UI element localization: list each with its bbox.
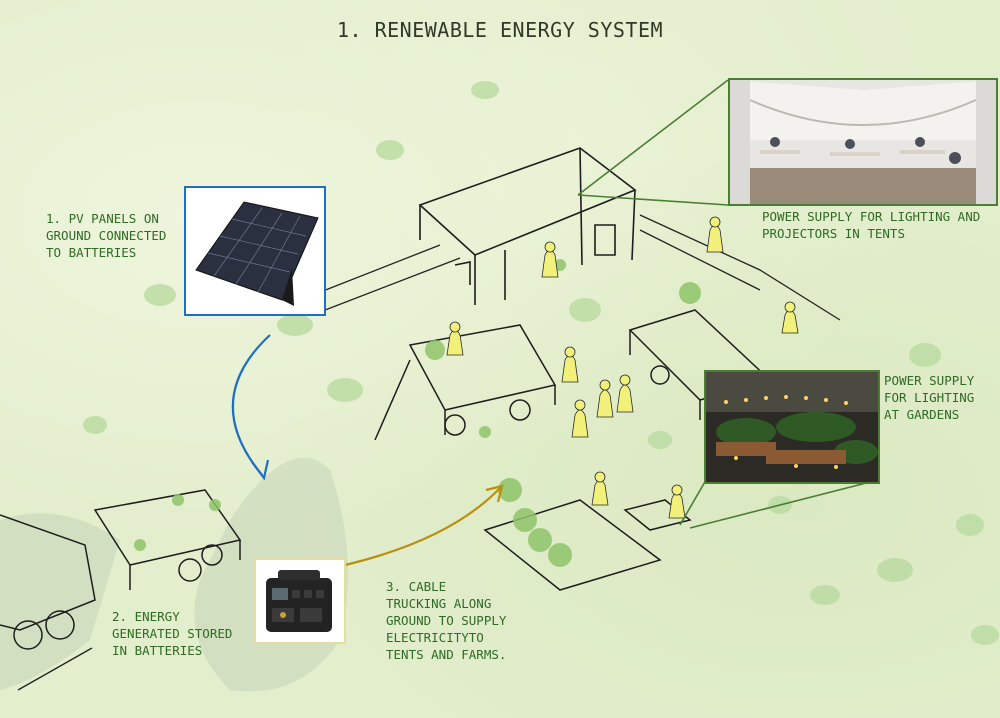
plants xyxy=(134,259,701,567)
blue-flow-arrow xyxy=(231,334,271,476)
tent-interior-icon xyxy=(730,80,996,204)
energy-stored-note: 2. ENERGY GENERATED STORED IN BATTERIES xyxy=(112,609,233,658)
blue-arrowhead xyxy=(251,459,270,481)
garden-night-icon xyxy=(706,372,878,482)
battery-icon xyxy=(256,560,344,642)
cable-trucking-note: 3. CABLE TRUCKING ALONG GROUND TO SUPPLY… xyxy=(386,579,507,662)
pv-panels-note: 1. PV PANELS ON GROUND CONNECTED TO BATT… xyxy=(46,211,167,260)
gold-arrowhead xyxy=(485,484,504,503)
callout-lines xyxy=(577,79,879,529)
bushes xyxy=(83,81,999,645)
solar-panel-icon xyxy=(186,188,324,314)
trailer-gardens xyxy=(0,309,772,650)
tents-power-note: POWER SUPPLY FOR LIGHTING AND PROJECTORS… xyxy=(762,209,981,241)
garden-lighting-photo xyxy=(704,370,880,484)
tent-classroom-photo xyxy=(728,78,998,206)
diagram-title: 1. RENEWABLE ENERGY SYSTEM xyxy=(336,18,664,42)
people xyxy=(446,216,799,519)
solar-panel-photo xyxy=(184,186,326,316)
gardens-power-note: POWER SUPPLY FOR LIGHTING AT GARDENS xyxy=(884,373,975,422)
canopy-shelter xyxy=(418,147,637,305)
portable-battery-photo xyxy=(254,558,346,644)
gold-flow-arrow xyxy=(344,487,501,567)
